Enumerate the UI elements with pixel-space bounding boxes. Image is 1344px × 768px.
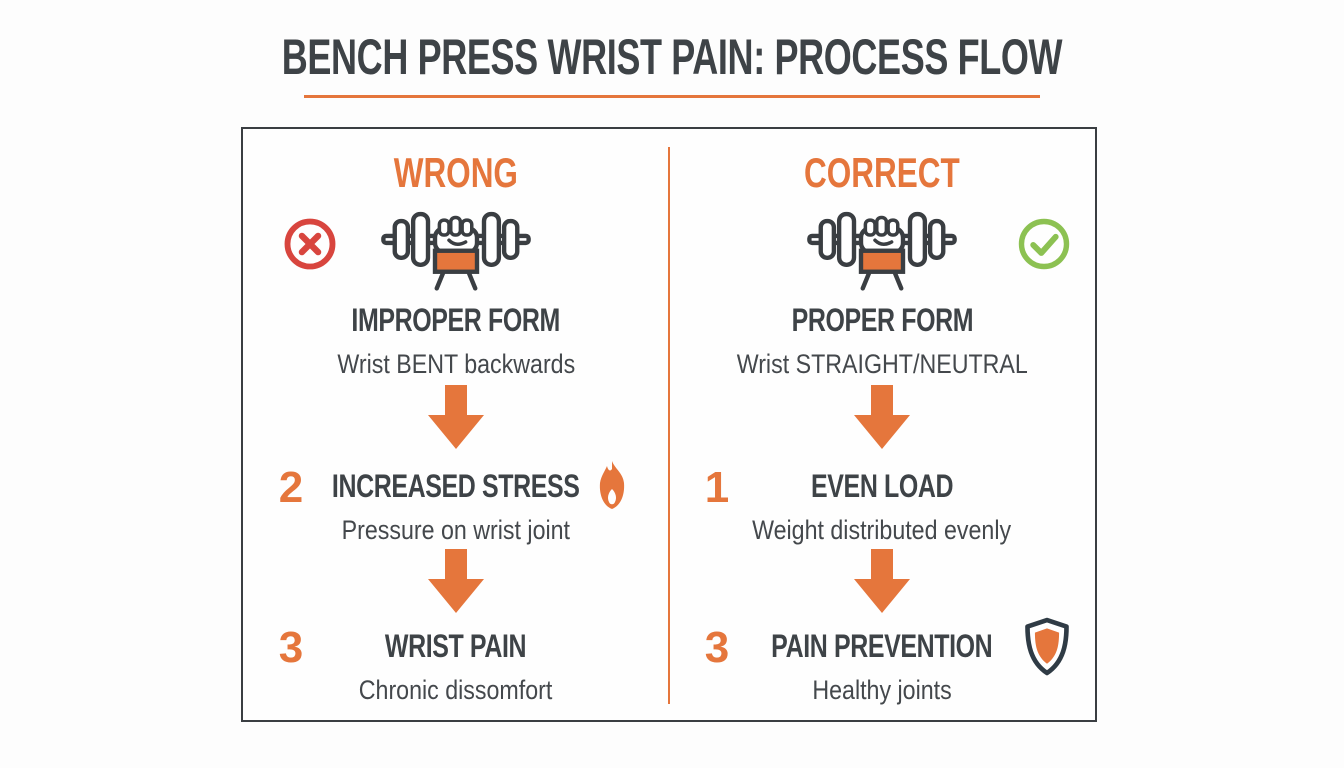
step-number: 3 (278, 623, 304, 672)
step-title: WRIST PAIN (385, 628, 527, 664)
step-wrist-pain: 3 WRIST PAIN Chronic dissomfort (243, 623, 669, 713)
check-circle-icon (1017, 217, 1071, 271)
step-title: EVEN LOAD (810, 468, 954, 504)
step-title: PAIN PREVENTION (771, 628, 993, 664)
x-circle-icon (283, 217, 337, 271)
down-arrow-icon (854, 549, 910, 613)
step-number: 2 (278, 463, 304, 512)
shield-icon (1021, 617, 1073, 677)
column-divider (668, 147, 670, 704)
step-subtitle: Wrist STRAIGHT/NEUTRAL (736, 349, 1028, 379)
step-improper-form: IMPROPER FORM Wrist BENT backwards (243, 301, 669, 387)
step-subtitle: Chronic dissomfort (359, 675, 553, 705)
barbell-grip-icon (796, 207, 968, 291)
down-arrow-icon (428, 385, 484, 449)
step-increased-stress: 2 INCREASED STRESS Pressure on wrist joi… (243, 461, 669, 553)
page-title: BENCH PRESS WRIST PAIN: PROCESS FLOW (281, 29, 1063, 85)
step-proper-form: PROPER FORM Wrist STRAIGHT/NEUTRAL (669, 301, 1095, 387)
wrong-column-header: WRONG (243, 149, 669, 197)
step-subtitle: Healthy joints (812, 675, 952, 705)
down-arrow-icon (428, 549, 484, 613)
step-subtitle: Wrist BENT backwards (337, 349, 575, 379)
barbell-grip-icon (370, 207, 542, 291)
step-even-load: 1 EVEN LOAD Weight distributed evenly (669, 463, 1095, 553)
title-underline (304, 95, 1040, 98)
wrong-column: WRONG (243, 129, 669, 720)
correct-column-header-label: CORRECT (804, 149, 960, 196)
comparison-panel: WRONG (241, 127, 1097, 722)
step-pain-prevention: 3 PAIN PREVENTION Healthy joints (669, 617, 1095, 713)
step-title: INCREASED STRESS (332, 468, 580, 504)
step-number: 3 (704, 623, 730, 672)
correct-column-header: CORRECT (669, 149, 1095, 197)
wrong-column-header-label: WRONG (393, 149, 519, 196)
step-subtitle: Weight distributed evenly (752, 515, 1012, 545)
step-title: IMPROPER FORM (351, 302, 561, 338)
step-subtitle: Pressure on wrist joint (341, 515, 571, 545)
down-arrow-icon (854, 385, 910, 449)
flame-icon (589, 459, 635, 515)
step-number: 1 (704, 463, 730, 512)
step-title: PROPER FORM (791, 302, 973, 338)
correct-column: CORRECT (669, 129, 1095, 720)
